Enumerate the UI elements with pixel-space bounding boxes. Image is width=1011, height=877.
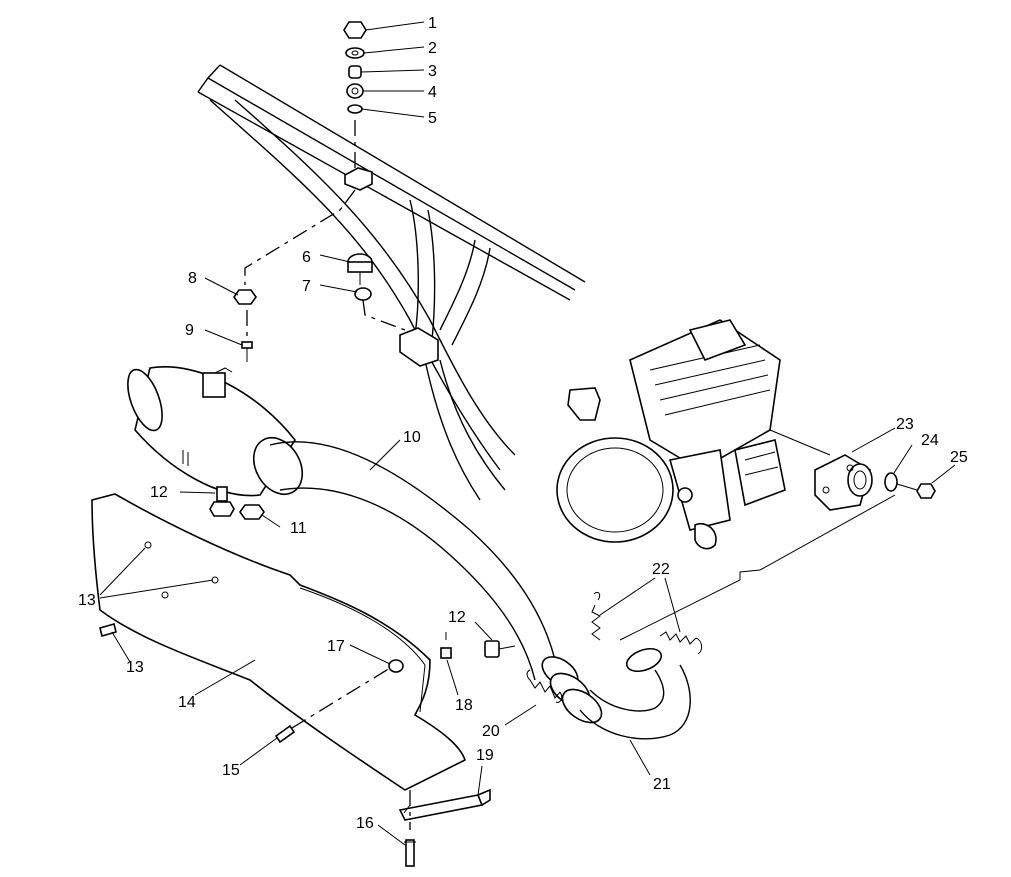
nut-12-left [209, 501, 235, 517]
bolt-9 [241, 341, 253, 362]
bolt-12-right [484, 640, 516, 658]
callout-1: 1 [428, 15, 437, 32]
clip-18 [440, 647, 452, 659]
callout-labels: 1 2 3 4 5 6 7 8 9 10 11 12 12 13 13 14 1… [78, 15, 968, 832]
callout-23: 23 [896, 416, 914, 433]
callout-3: 3 [428, 63, 437, 80]
callout-24: 24 [921, 432, 939, 449]
muffler [127, 366, 304, 497]
callout-6: 6 [302, 249, 311, 266]
callout-25: 25 [950, 449, 968, 466]
callout-13-upper: 13 [78, 592, 96, 609]
callout-11: 11 [290, 520, 307, 537]
screw-15 [274, 664, 396, 744]
callout-17: 17 [327, 638, 345, 655]
flange-outline [619, 494, 896, 641]
flange-23 [814, 454, 873, 511]
nut-7 [354, 287, 372, 301]
rubber-mount-6 [347, 253, 373, 285]
callout-14: 14 [178, 694, 196, 711]
callout-5: 5 [428, 110, 437, 127]
callout-20: 20 [482, 723, 500, 740]
callout-21: 21 [653, 776, 671, 793]
bolt-16 [404, 790, 416, 867]
nut-25-line [896, 483, 918, 491]
callout-22: 22 [652, 561, 670, 578]
callout-13-lower: 13 [126, 659, 144, 676]
exhaust-pipe [269, 441, 603, 724]
callout-9: 9 [185, 322, 194, 339]
nut-8 [233, 289, 257, 305]
callout-19: 19 [476, 747, 494, 764]
nut-25 [916, 483, 936, 499]
bracket-19 [398, 788, 491, 821]
callout-12-left: 12 [150, 484, 168, 501]
spring-20 [526, 669, 563, 703]
callout-12-right: 12 [448, 609, 466, 626]
flange-connector [769, 429, 831, 456]
hardware-stack [343, 21, 367, 170]
nut-11 [239, 504, 265, 520]
head-pipe [579, 647, 691, 740]
screw-13 [99, 623, 117, 637]
spring-22-left [591, 591, 601, 641]
callout-15: 15 [222, 762, 240, 779]
callout-16: 16 [356, 815, 374, 832]
mount-line-bracket [362, 299, 406, 331]
bolt-12-left [216, 486, 228, 502]
callout-8: 8 [188, 270, 197, 287]
callout-18: 18 [455, 697, 473, 714]
callout-4: 4 [428, 84, 437, 101]
spring-22-right [659, 631, 703, 655]
mount-line-upper [244, 189, 356, 285]
callout-7: 7 [302, 278, 311, 295]
frame [197, 64, 586, 501]
engine [556, 319, 786, 550]
callout-10: 10 [403, 429, 421, 446]
gasket-24 [884, 472, 898, 492]
callout-2: 2 [428, 40, 437, 57]
leader-lines [99, 21, 956, 846]
washer-17 [388, 659, 404, 673]
heat-shield [91, 493, 466, 791]
